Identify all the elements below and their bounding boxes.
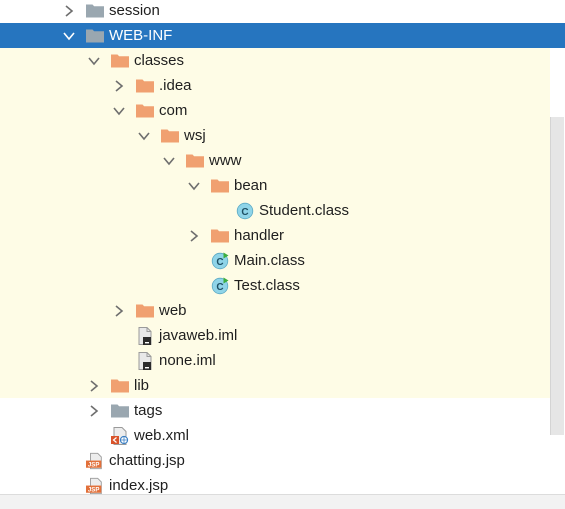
jsp-file-icon: JSP xyxy=(86,477,104,495)
tree-item[interactable]: .idea xyxy=(0,73,550,98)
chevron-right-icon[interactable] xyxy=(86,378,102,394)
tree-item-label: web xyxy=(159,302,187,319)
tree-item[interactable]: session xyxy=(0,0,550,23)
no-expand-spacer xyxy=(186,253,202,269)
folder-icon xyxy=(86,2,104,20)
chevron-down-icon[interactable] xyxy=(161,153,177,169)
chevron-down-icon[interactable] xyxy=(111,103,127,119)
tree-item-label: index.jsp xyxy=(109,477,169,494)
no-expand-spacer xyxy=(61,453,77,469)
runnable-class-icon: C xyxy=(211,252,229,270)
folder-icon xyxy=(86,27,104,45)
folder-icon xyxy=(211,227,229,245)
tree-item-label: web.xml xyxy=(134,427,190,444)
chevron-right-icon[interactable] xyxy=(111,303,127,319)
no-expand-spacer xyxy=(86,428,102,444)
tree-item-label: bean xyxy=(234,177,268,194)
horizontal-scrollbar-area xyxy=(0,494,565,509)
folder-icon xyxy=(211,177,229,195)
no-expand-spacer xyxy=(61,478,77,494)
svg-text:C: C xyxy=(216,282,223,293)
folder-icon xyxy=(111,402,129,420)
class-file-icon: C xyxy=(236,202,254,220)
tree-item[interactable]: wsj xyxy=(0,123,550,148)
tree-item[interactable]: lib xyxy=(0,373,550,398)
folder-icon xyxy=(111,52,129,70)
tree-item-label: classes xyxy=(134,52,185,69)
chevron-down-icon[interactable] xyxy=(136,128,152,144)
tree-item[interactable]: none.iml xyxy=(0,348,550,373)
tree-item[interactable]: JSP index.jsp xyxy=(0,473,550,498)
tree-item[interactable]: WEB-INF xyxy=(0,23,565,48)
tree-item[interactable]: handler xyxy=(0,223,550,248)
chevron-down-icon[interactable] xyxy=(86,53,102,69)
tree-item[interactable]: C Test.class xyxy=(0,273,550,298)
chevron-right-icon[interactable] xyxy=(186,228,202,244)
tree-item-label: javaweb.iml xyxy=(159,327,238,344)
folder-icon xyxy=(111,377,129,395)
tree-item[interactable]: JSP chatting.jsp xyxy=(0,448,550,473)
tree-item[interactable]: C Main.class xyxy=(0,248,550,273)
tree-item[interactable]: web xyxy=(0,298,550,323)
tree-item-label: none.iml xyxy=(159,352,216,369)
tree-item-label: .idea xyxy=(159,77,192,94)
tree-item-label: Main.class xyxy=(234,252,305,269)
chevron-down-icon[interactable] xyxy=(186,178,202,194)
chevron-right-icon[interactable] xyxy=(61,3,77,19)
svg-text:C: C xyxy=(241,207,248,218)
folder-icon xyxy=(186,152,204,170)
no-expand-spacer xyxy=(111,353,127,369)
vertical-scrollbar[interactable] xyxy=(550,117,564,435)
chevron-down-icon[interactable] xyxy=(61,28,77,44)
xml-file-icon xyxy=(111,426,129,445)
tree-item-label: handler xyxy=(234,227,285,244)
no-expand-spacer xyxy=(111,328,127,344)
no-expand-spacer xyxy=(211,203,227,219)
tree-item-label: session xyxy=(109,2,160,19)
jsp-file-icon: JSP xyxy=(86,452,104,470)
tree-item-label: com xyxy=(159,102,188,119)
folder-icon xyxy=(136,102,154,120)
tree-item[interactable]: tags xyxy=(0,398,550,423)
chevron-right-icon[interactable] xyxy=(111,78,127,94)
iml-file-icon xyxy=(136,326,154,345)
folder-icon xyxy=(136,77,154,95)
tree-item[interactable]: com xyxy=(0,98,550,123)
tree-item-label: chatting.jsp xyxy=(109,452,185,469)
svg-text:JSP: JSP xyxy=(88,486,100,493)
folder-icon xyxy=(161,127,179,145)
svg-text:JSP: JSP xyxy=(88,461,100,468)
runnable-class-icon: C xyxy=(211,277,229,295)
tree-item-label: lib xyxy=(134,377,150,394)
tree-item-label: WEB-INF xyxy=(109,27,173,44)
tree-item[interactable]: web.xml xyxy=(0,423,550,448)
chevron-right-icon[interactable] xyxy=(86,403,102,419)
no-expand-spacer xyxy=(186,278,202,294)
tree-item-label: tags xyxy=(134,402,163,419)
iml-file-icon xyxy=(136,351,154,370)
tree-item[interactable]: javaweb.iml xyxy=(0,323,550,348)
tree-item-label: wsj xyxy=(184,127,206,144)
tree-item-label: www xyxy=(209,152,242,169)
folder-icon xyxy=(136,302,154,320)
svg-text:C: C xyxy=(216,257,223,268)
tree-item[interactable]: bean xyxy=(0,173,550,198)
tree-item[interactable]: classes xyxy=(0,48,550,73)
tree-item[interactable]: www xyxy=(0,148,550,173)
tree-item-label: Student.class xyxy=(259,202,350,219)
tree-item-label: Test.class xyxy=(234,277,300,294)
tree-item[interactable]: C Student.class xyxy=(0,198,550,223)
